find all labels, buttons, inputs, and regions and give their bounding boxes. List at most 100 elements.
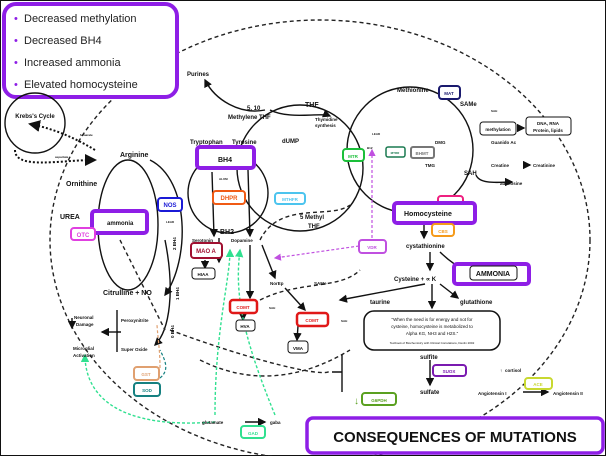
maoa-enzyme [190,242,223,259]
page-title: CONSEQUENCES OF MUTATIONS [333,429,577,446]
bhmt-enzyme [410,146,435,159]
gst-enzyme [133,366,160,381]
nos-enzyme [157,197,183,212]
summary-item: Increased ammonia [24,57,121,69]
gad-label: GAD [248,431,259,436]
gaba: gaba [270,420,281,425]
comt-label-2: COMT [305,318,318,323]
adenosine: adenosine [500,181,523,186]
dump: dUMP [282,139,299,145]
mthfr-enzyme [274,192,306,205]
hiaa-box [191,267,216,280]
comt-enzyme-2 [295,311,330,328]
title-box [305,416,605,455]
mthfr-label: MTHFR [282,197,298,202]
glutathione: glutathione [460,300,493,306]
cortisol: cortisol [505,368,521,373]
suox-label: SUOX [443,369,456,374]
vdr-label: VDR [367,245,377,250]
methionine: Methionine [397,88,429,94]
ammonia: ammonia [107,221,134,227]
sah: SAH [491,109,497,113]
dmg: DMG [435,140,446,145]
tyrosine: Tyrosine [232,140,257,146]
taurine: taurine [370,300,391,306]
peroxynitrite: Peroxynitrite [121,318,149,323]
sah-2: SAH [464,171,477,177]
guanido-ac: Guanido Ac [491,140,517,145]
sulfate: sulfate [420,390,440,396]
summary-item: Elevated homocysteine [24,79,138,91]
nos-label: NOS [163,203,176,209]
down-arrow-icon: ↓ [354,396,359,407]
g6pdh-enzyme [361,392,397,406]
bh4-0: 0 BH4 [170,325,175,338]
cbs-enzyme [431,223,455,237]
bh2: BH2 [220,229,234,236]
methyl-thf: 5 Methyl [300,215,324,221]
mtr-enzyme [342,148,365,162]
sod-label: SOD [142,388,153,393]
bh4-highlight [195,145,256,170]
methyl-thf-2: THF [308,224,320,230]
glutamate: glutamate [202,420,224,425]
thf: THF [305,102,319,109]
angiotensin-i: Angiotensin I [478,391,507,396]
thymidine-2: synthesis [315,123,336,128]
quote-line: cysteine, homocysteine is metabolized to [391,324,473,329]
aspartate: aspartate [55,155,69,159]
summary-item: Decreased BH4 [24,35,102,47]
bhmt-label: BHMT [416,151,429,156]
serotonin: Serotonin [192,238,213,243]
svg-text:•: • [14,35,18,47]
neuronal-damage: Neuronal [74,315,94,320]
angiotensin-ii: Angiotensin II [553,391,583,396]
vma: VMA [293,346,304,351]
quote-box [363,310,501,351]
creatinine: Creatinine [533,163,556,168]
thymidine: Thymidine [315,117,338,122]
hiaa: HIAA [198,272,210,277]
dhpr-enzyme [212,190,246,205]
dopamine: Dopamine [231,238,253,243]
mat-enzyme [438,85,461,100]
krebs-cycle-circle [4,92,66,154]
mtrr-label: MTRR [391,151,400,155]
alum: ALUM [219,177,228,181]
hva: HVA [240,324,250,329]
microglial-activation: Microglial [73,346,94,351]
norep: NorEp [270,281,284,286]
protein-lipids: Protein, lipids [533,128,563,133]
dna-rna: DNA, RNA [537,121,560,126]
citrulline-no: Citrulline + NO [103,290,152,297]
otc-label: OTC [77,233,90,239]
lead-label-2: LEAD [372,132,381,136]
suox-enzyme [432,364,467,377]
krebs-label: Krebs's Cycle [15,114,55,120]
cbs-label: CBS [438,229,448,234]
creatine: Creatine [491,163,510,168]
homocysteine-highlight [392,201,477,225]
summary-box: •Decreased methylation •Decreased BH4 •I… [2,2,179,99]
svg-text:•: • [14,57,18,69]
mat-label: MAT [444,91,454,96]
vma-box [287,340,309,354]
same: SAMe [460,102,477,108]
dhpr-label: DHPR [220,196,238,202]
urea: UREA [60,214,80,221]
bh4-2: 2 BH4 [172,237,177,250]
cysteine-ak: Cysteine + ∝ K [394,277,437,283]
sulfite: sulfite [420,355,438,361]
comt-enzyme [228,298,259,315]
lead-label: LEAD [166,220,175,224]
mtr-label: MTR [348,154,358,159]
dashed-boundary [49,19,591,456]
bh4: BH4 [218,157,232,164]
cystathionine: cystathionine [406,244,445,250]
quote-citation: Textbook of Biochemistry with Clinical C… [390,341,475,345]
quote-line: "When the need is for energy and not for [392,317,473,322]
gad-enzyme [240,425,266,439]
up-arrow-icon: ↑ [500,368,502,373]
